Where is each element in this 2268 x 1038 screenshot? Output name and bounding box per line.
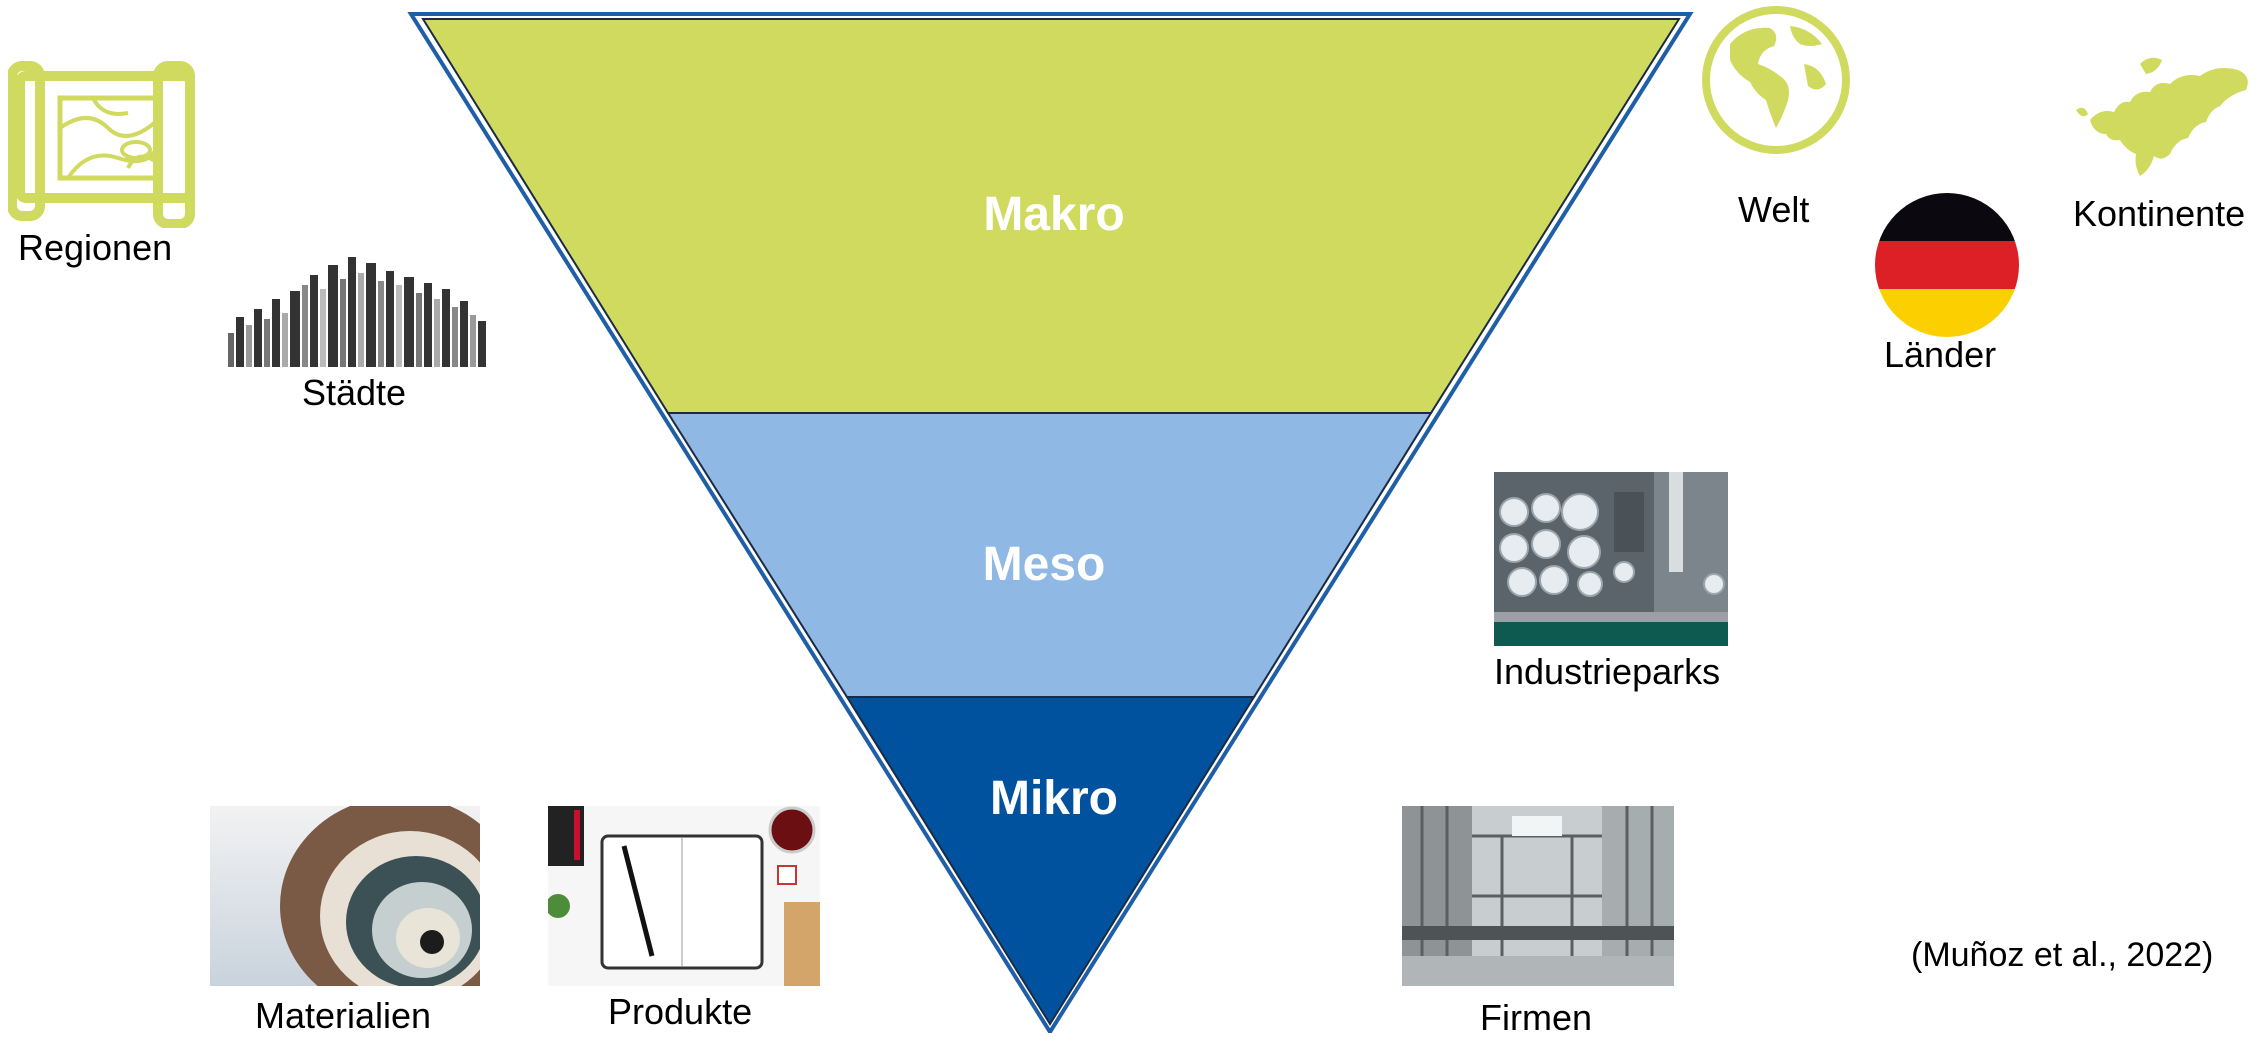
level-label-mikro: Mikro	[990, 772, 1118, 825]
industrial-park-photo	[1494, 472, 1728, 646]
map-icon	[8, 61, 195, 228]
label-materialien: Materialien	[255, 995, 432, 1036]
citation: (Muñoz et al., 2022)	[1911, 936, 2214, 974]
notebook-photo	[548, 806, 820, 986]
label-staedte: Städte	[302, 372, 407, 413]
pyramid-outline	[407, 12, 1694, 1033]
label-kontinente: Kontinente	[2073, 193, 2246, 234]
label-regionen: Regionen	[18, 227, 173, 268]
label-laender: Länder	[1884, 334, 1997, 375]
level-mikro	[845, 696, 1256, 1026]
label-welt: Welt	[1738, 189, 1810, 230]
germany-flag-icon	[1875, 193, 2019, 337]
label-produkte: Produkte	[608, 991, 753, 1032]
label-firmen: Firmen	[1480, 997, 1593, 1038]
level-label-meso: Meso	[983, 538, 1106, 591]
office-building-photo	[1402, 806, 1674, 986]
europe-map-icon	[2076, 57, 2248, 176]
level-label-makro: Makro	[983, 188, 1124, 241]
label-industrieparks: Industrieparks	[1494, 651, 1721, 692]
skyline-icon	[228, 257, 486, 367]
globe-icon	[1702, 6, 1850, 154]
material-roll-photo	[210, 806, 480, 986]
